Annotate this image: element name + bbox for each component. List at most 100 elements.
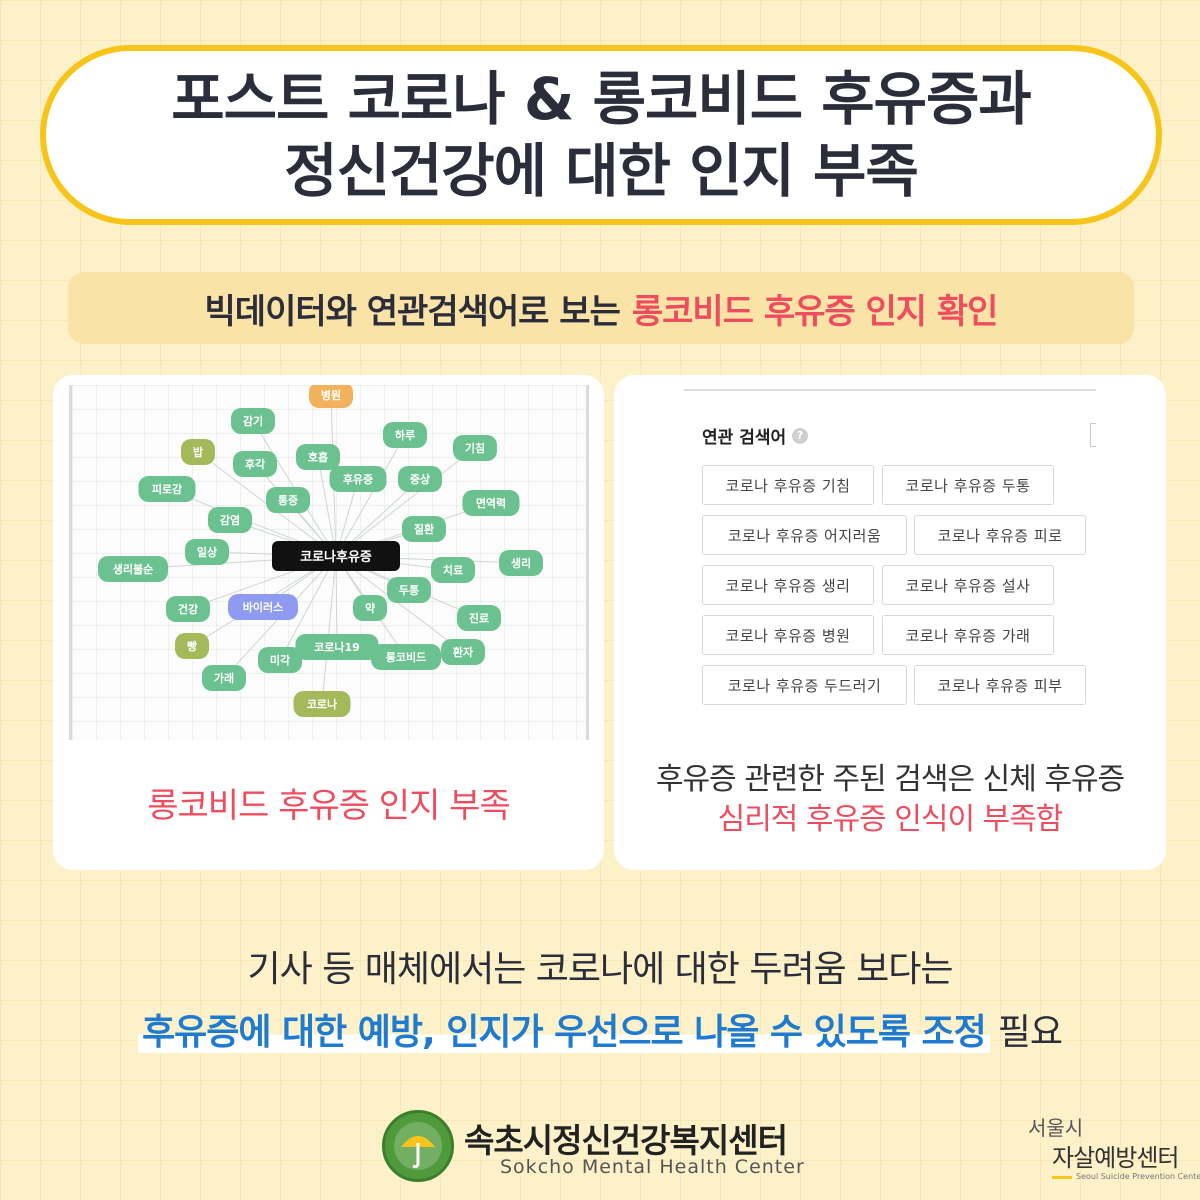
subtitle-red-text: 롱코비드 후유증 인지 확인 bbox=[631, 291, 999, 332]
graph-node: 통증 bbox=[266, 487, 310, 513]
question-icon[interactable]: ? bbox=[792, 427, 809, 444]
graph-node: 롱코비드 bbox=[371, 644, 441, 670]
body-highlight: 후유증에 대한 예방, 인지가 우선으로 나올 수 있도록 조정 bbox=[138, 1012, 990, 1053]
graph-node: 감기 bbox=[231, 408, 275, 434]
graph-node: 가래 bbox=[202, 665, 246, 691]
seoul-english: Seoul Suicide Prevention Center bbox=[1076, 1172, 1200, 1181]
graph-node: 미각 bbox=[258, 647, 302, 673]
seoul-accent-bar bbox=[1052, 1176, 1072, 1179]
graph-node: 호흡 bbox=[296, 444, 340, 470]
title-line-1: 포스트 코로나 & 롱코비드 후유증과 bbox=[171, 65, 1031, 133]
seoul-suicide-prevention-logo: 서울시 자살예방센터 Seoul Suicide Prevention Cent… bbox=[1022, 1112, 1200, 1192]
graph-node-label: 건강 bbox=[178, 602, 198, 616]
graph-node: 후각 bbox=[233, 451, 277, 477]
body-tail: 필요 bbox=[997, 1012, 1063, 1053]
graph-node: 감염 bbox=[208, 507, 252, 533]
umbrella-emblem-icon bbox=[382, 1110, 454, 1182]
graph-node: 하루 bbox=[383, 422, 427, 448]
graph-center-label: 코로나후유증 bbox=[300, 549, 372, 565]
related-tag[interactable]: 코로나 후유증 생리 bbox=[702, 565, 874, 605]
left-caption: 롱코비드 후유증 인지 부족 bbox=[147, 786, 511, 826]
graph-node-label: 병원 bbox=[321, 388, 341, 402]
graph-node: 밥 bbox=[181, 439, 215, 465]
graph-node-label: 감염 bbox=[220, 513, 240, 527]
center-name: 속초시정신건강복지센터 bbox=[464, 1121, 788, 1160]
graph-node-label: 미각 bbox=[270, 653, 290, 667]
related-tag[interactable]: 코로나 후유증 기침 bbox=[702, 465, 874, 505]
graph-node: 기침 bbox=[453, 435, 497, 461]
right-caption-line-1: 후유증 관련한 주된 검색은 신체 후유증 bbox=[655, 762, 1125, 797]
graph-node-label: 가래 bbox=[214, 671, 234, 685]
right-caption-line-2: 심리적 후유증 인식이 부족함 bbox=[717, 802, 1064, 837]
graph-node: 일상 bbox=[185, 539, 229, 565]
title-line-2: 정신건강에 대한 인지 부족 bbox=[284, 137, 919, 205]
related-tag[interactable]: 코로나 후유증 두통 bbox=[882, 465, 1054, 505]
graph-node: 후유증 bbox=[329, 466, 387, 492]
related-tag[interactable]: 코로나 후유증 병원 bbox=[702, 615, 874, 655]
graph-node: 피로감 bbox=[138, 476, 196, 502]
graph-node-label: 질환 bbox=[414, 522, 434, 536]
graph-node-label: 바이러스 bbox=[243, 600, 283, 614]
graph-node: 질환 bbox=[402, 516, 446, 542]
graph-node: 치료 bbox=[431, 557, 475, 583]
body-line-1: 기사 등 매체에서는 코로나에 대한 두려움 보다는 bbox=[247, 949, 953, 990]
related-search-card: 연관 검색어 ? 코로나 후유증 기침 코로나 후유증 두통 코로나 후유증 어… bbox=[614, 375, 1166, 870]
graph-node: 빵 bbox=[175, 633, 209, 659]
graph-node-label: 밥 bbox=[193, 445, 203, 459]
seoul-line-2: 자살예방센터 bbox=[1052, 1144, 1179, 1172]
graph-node: 증상 bbox=[398, 466, 442, 492]
graph-node: 병원 bbox=[309, 385, 353, 408]
subtitle-bar: 빅데이터와 연관검색어로 보는 롱코비드 후유증 인지 확인 bbox=[68, 272, 1134, 344]
graph-node-label: 약 bbox=[365, 601, 375, 615]
graph-node-label: 롱코비드 bbox=[386, 650, 426, 664]
graph-node-label: 코로나 bbox=[307, 697, 337, 711]
graph-node-label: 환자 bbox=[453, 645, 474, 659]
seoul-line-1: 서울시 bbox=[1028, 1116, 1084, 1140]
related-tag[interactable]: 코로나 후유증 가래 bbox=[882, 615, 1054, 655]
graph-node-label: 빵 bbox=[187, 639, 197, 653]
graph-node-label: 후유증 bbox=[343, 472, 373, 486]
graph-node-label: 진료 bbox=[469, 611, 489, 625]
graph-node-label: 기침 bbox=[465, 441, 485, 455]
related-tag[interactable]: 코로나 후유증 피부 bbox=[914, 665, 1086, 705]
graph-node: 코로나19 bbox=[295, 634, 379, 660]
graph-node-label: 하루 bbox=[395, 428, 415, 442]
graph-node: 면역력 bbox=[462, 490, 520, 516]
related-search-panel: 연관 검색어 ? 코로나 후유증 기침 코로나 후유증 두통 코로나 후유증 어… bbox=[684, 389, 1096, 729]
related-tag[interactable]: 코로나 후유증 설사 bbox=[882, 565, 1054, 605]
graph-node: 생리불순 bbox=[98, 556, 168, 582]
related-tag[interactable]: 코로나 후유증 어지러움 bbox=[702, 515, 907, 555]
graph-node: 약 bbox=[353, 595, 387, 621]
graph-node-label: 통증 bbox=[278, 494, 298, 507]
title-banner: 포스트 코로나 & 롱코비드 후유증과 정신건강에 대한 인지 부족 bbox=[40, 45, 1162, 225]
graph-node: 건강 bbox=[166, 596, 210, 622]
related-search-title: 연관 검색어 bbox=[702, 428, 787, 448]
graph-node-label: 호흡 bbox=[308, 450, 328, 464]
graph-node-label: 증상 bbox=[410, 472, 430, 486]
center-name-en: Sokcho Mental Health Center bbox=[500, 1156, 805, 1178]
graph-node-label: 감기 bbox=[243, 414, 263, 428]
graph-center-node: 코로나후유증 bbox=[272, 541, 400, 571]
graph-node-label: 후각 bbox=[245, 457, 265, 471]
panel-edge bbox=[1090, 423, 1096, 447]
graph-node: 환자 bbox=[441, 639, 485, 665]
related-tag[interactable]: 코로나 후유증 피로 bbox=[914, 515, 1086, 555]
graph-node-label: 생리 bbox=[511, 556, 531, 570]
sokcho-center-logo: 속초시정신건강복지센터 Sokcho Mental Health Center bbox=[382, 1108, 842, 1188]
graph-node: 진료 bbox=[457, 605, 501, 631]
graph-node-label: 치료 bbox=[443, 563, 463, 577]
right-caption: 후유증 관련한 주된 검색은 신체 후유증 심리적 후유증 인식이 부족함 bbox=[614, 760, 1166, 840]
related-tag[interactable]: 코로나 후유증 두드러기 bbox=[702, 665, 907, 705]
graph-node-label: 두통 bbox=[399, 584, 419, 597]
graph-node: 두통 bbox=[387, 577, 431, 603]
graph-node-label: 피로감 bbox=[152, 482, 182, 496]
graph-node: 생리 bbox=[499, 550, 543, 576]
graph-node-label: 코로나19 bbox=[314, 640, 360, 654]
graph-node-label: 생리불순 bbox=[113, 562, 153, 576]
graph-node: 코로나 bbox=[293, 691, 351, 717]
graph-node-label: 면역력 bbox=[476, 496, 506, 510]
